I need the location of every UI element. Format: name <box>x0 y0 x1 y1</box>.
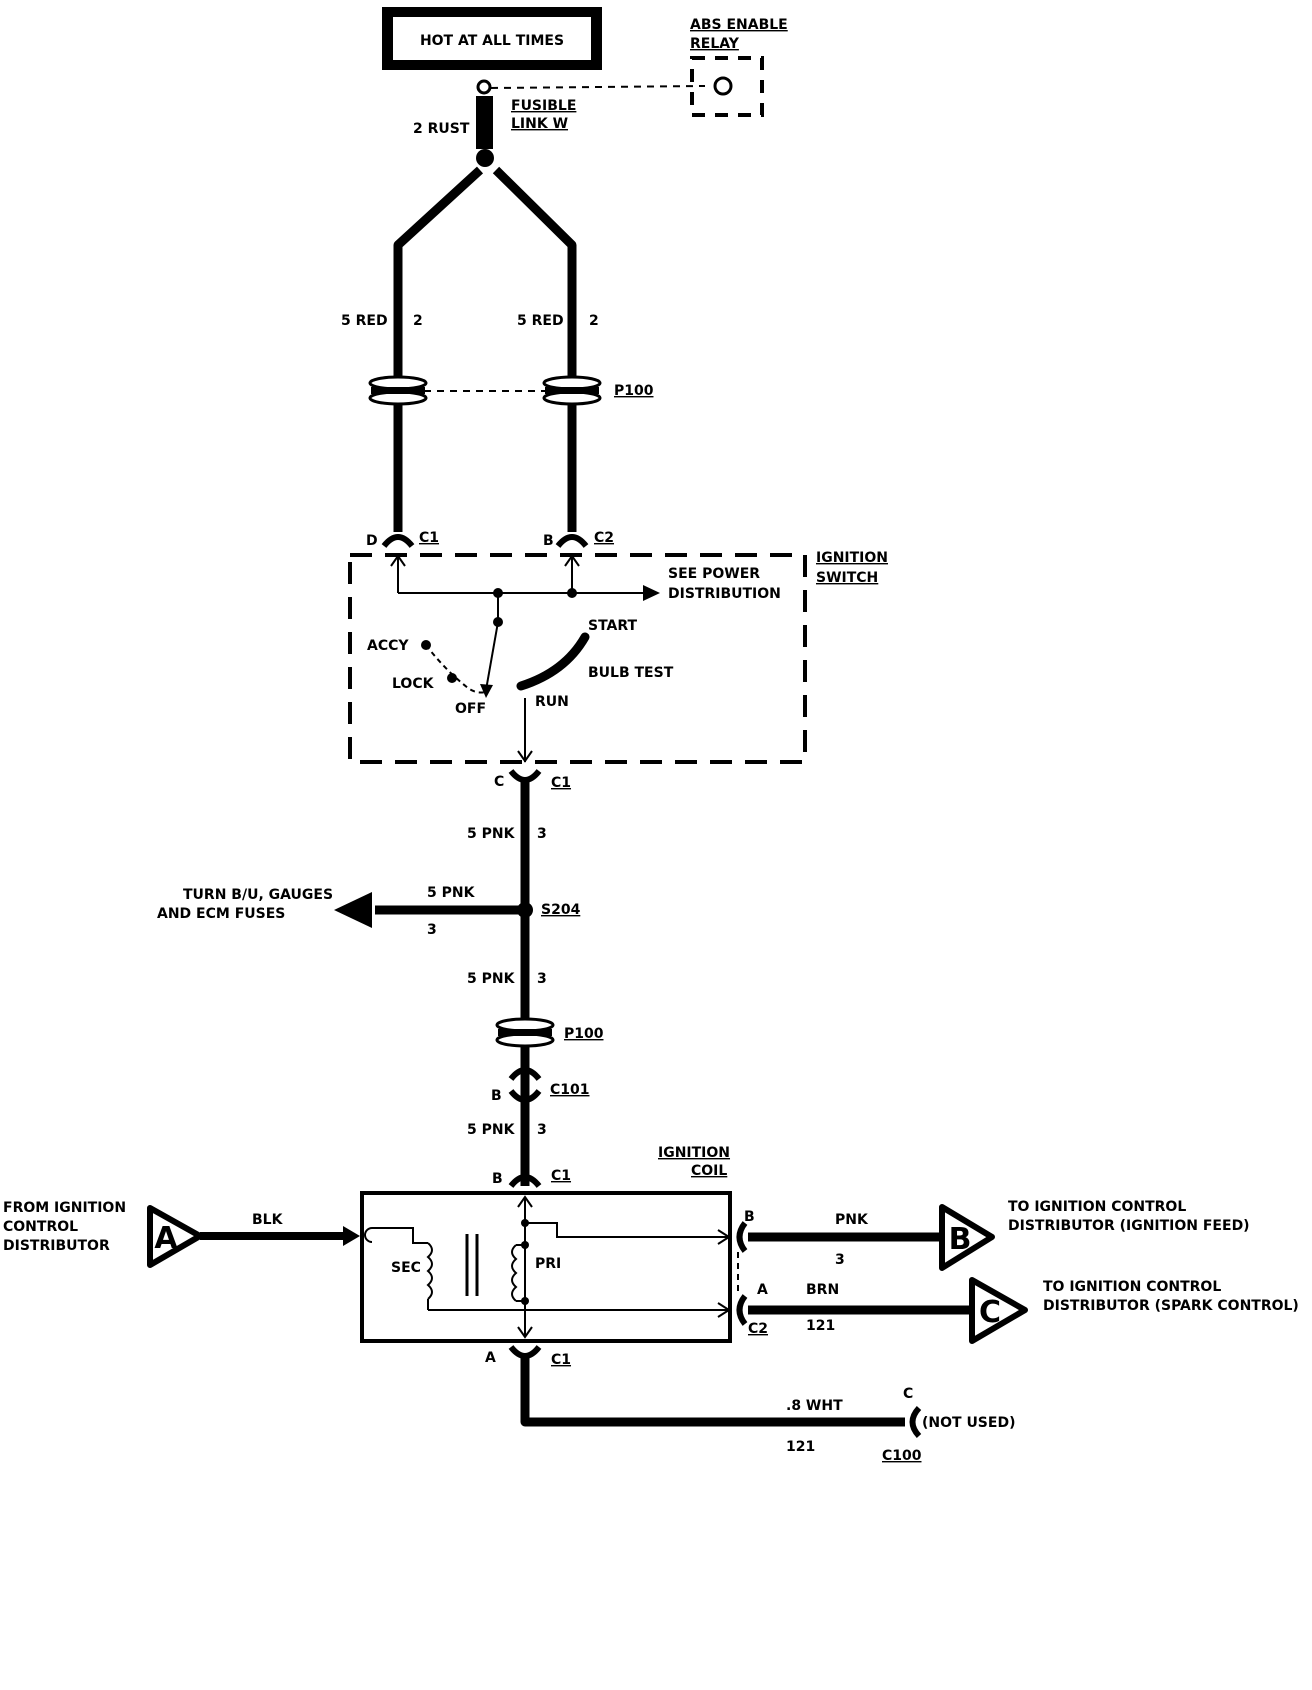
output-b-wire: PNK <box>835 1212 869 1228</box>
unused-pin: C <box>903 1386 913 1402</box>
p100-label-bottom: P100 <box>564 1026 604 1042</box>
ignition-switch-title-1: IGNITION <box>816 550 888 566</box>
input-a-source-2: CONTROL <box>3 1219 78 1235</box>
pos-off: OFF <box>455 701 486 717</box>
ignition-switch: D C1 B C2 IGNITION SWITCH SEE POWER DIST… <box>348 530 888 791</box>
pos-bulb-test: BULB TEST <box>588 665 674 681</box>
fusible-link-label-2: LINK W <box>511 116 568 132</box>
coil-top-conn: C1 <box>551 1168 571 1184</box>
fusible-link-label-1: FUSIBLE <box>511 98 576 114</box>
pnk-wire2-label: 5 PNK <box>467 971 516 987</box>
output-b-pin: B <box>744 1209 755 1225</box>
input-a: A BLK FROM IGNITION CONTROL DISTRIBUTOR <box>3 1200 360 1268</box>
pink-circuit: 5 PNK 3 5 PNK 3 TURN B/U, GAUGES AND ECM… <box>157 782 604 1186</box>
fusible-wire-label: 2 RUST <box>413 121 470 137</box>
ignition-coil: B C1 IGNITION COIL <box>360 1145 768 1368</box>
pnk-wire2-circuit: 3 <box>537 971 547 987</box>
switch-pin-d: D <box>366 533 378 549</box>
output-c-dest-1: TO IGNITION CONTROL <box>1043 1279 1221 1295</box>
c101-pin: B <box>491 1088 502 1104</box>
p100-label-top: P100 <box>614 383 654 399</box>
output-c-wire: BRN <box>806 1282 839 1298</box>
pos-start: START <box>588 618 638 634</box>
input-a-source-1: FROM IGNITION <box>3 1200 126 1216</box>
output-b-letter: B <box>949 1222 972 1257</box>
input-a-letter: A <box>154 1221 178 1256</box>
output-c: C A BRN 121 TO IGNITION CONTROL DISTRIBU… <box>748 1277 1299 1344</box>
switch-conn-b: C2 <box>594 530 614 546</box>
pos-lock: LOCK <box>392 676 435 692</box>
hot-at-all-times-label: HOT AT ALL TIMES <box>420 33 564 49</box>
red-feed-wires <box>393 166 577 532</box>
coil-pri-label: PRI <box>535 1256 561 1272</box>
output-c-pin: A <box>757 1282 768 1298</box>
see-power-label-2: DISTRIBUTION <box>668 586 781 602</box>
coil-bottom-pin: A <box>485 1350 496 1366</box>
pnk-wire1-label: 5 PNK <box>467 826 516 842</box>
abs-relay-label-2: RELAY <box>690 36 740 52</box>
output-c-circuit: 121 <box>806 1318 835 1334</box>
c101-label: C101 <box>550 1082 590 1098</box>
switch-pin-b: B <box>543 533 554 549</box>
left-red-wire-label: 5 RED <box>341 313 388 329</box>
pnk-branch-circuit: 3 <box>427 922 437 938</box>
output-c-letter: C <box>979 1295 1001 1330</box>
right-red-wire-label: 5 RED <box>517 313 564 329</box>
coil-c2-label: C2 <box>748 1321 768 1337</box>
unused-wire-circuit: 121 <box>786 1439 815 1455</box>
output-b-dest-1: TO IGNITION CONTROL <box>1008 1199 1186 1215</box>
coil-top-pin: B <box>492 1171 503 1187</box>
input-a-source-3: DISTRIBUTOR <box>3 1238 110 1254</box>
output-b-dest-2: DISTRIBUTOR (IGNITION FEED) <box>1008 1218 1250 1234</box>
coil-bottom-conn: C1 <box>551 1352 571 1368</box>
unused-conn: C100 <box>882 1448 922 1464</box>
branch-dest-1: TURN B/U, GAUGES <box>183 887 333 903</box>
pnk-wire3-circuit: 3 <box>537 1122 547 1138</box>
output-b: B B PNK 3 TO IGNITION CONTROL DISTRIBUTO… <box>744 1199 1250 1271</box>
right-red-circuit: 2 <box>589 313 599 329</box>
pnk-wire1-circuit: 3 <box>537 826 547 842</box>
input-a-wire: BLK <box>252 1212 284 1228</box>
branch-dest-2: AND ECM FUSES <box>157 906 285 922</box>
pos-accy: ACCY <box>367 638 409 654</box>
pnk-branch-label: 5 PNK <box>427 885 476 901</box>
switch-conn-d: C1 <box>419 530 439 546</box>
switch-out-pin: C <box>494 774 504 790</box>
pos-run: RUN <box>535 694 569 710</box>
fusible-link: 2 RUST FUSIBLE LINK W <box>413 79 576 167</box>
abs-relay-label-1: ABS ENABLE <box>690 17 788 33</box>
abs-enable-relay: ABS ENABLE RELAY <box>490 17 788 117</box>
coil-title-1: IGNITION <box>658 1145 730 1161</box>
coil-sec-label: SEC <box>391 1260 421 1276</box>
see-power-label-1: SEE POWER <box>668 566 760 582</box>
switch-out-conn: C1 <box>551 775 571 791</box>
coil-title-2: COIL <box>691 1163 727 1179</box>
pnk-wire3-label: 5 PNK <box>467 1122 516 1138</box>
ignition-switch-title-2: SWITCH <box>816 570 878 586</box>
p100-passthrough-red: P100 <box>368 375 654 406</box>
unused-note: (NOT USED) <box>922 1415 1015 1431</box>
splice-s204: S204 <box>541 902 581 918</box>
unused-white-wire: .8 WHT 121 C (NOT USED) C100 <box>520 1356 1015 1464</box>
hot-at-all-times-box: HOT AT ALL TIMES <box>382 7 602 70</box>
unused-wire-label: .8 WHT <box>786 1398 843 1414</box>
output-c-dest-2: DISTRIBUTOR (SPARK CONTROL) <box>1043 1298 1299 1314</box>
left-red-circuit: 2 <box>413 313 423 329</box>
output-b-circuit: 3 <box>835 1252 845 1268</box>
